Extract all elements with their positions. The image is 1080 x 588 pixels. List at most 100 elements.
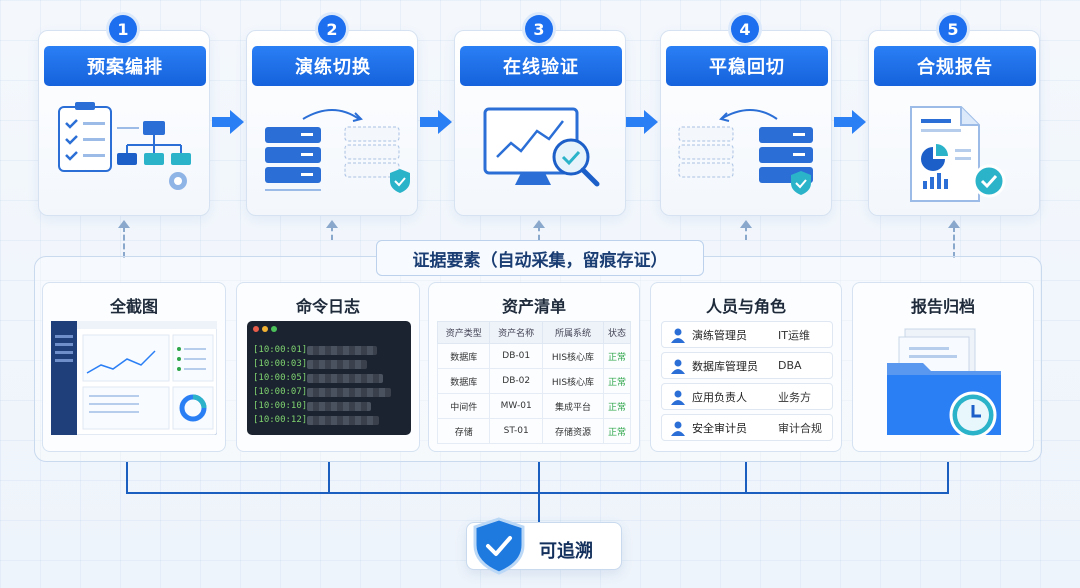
terminal-window: [10:00:01] [10:00:03] [10:00:05] [10:00:… (247, 321, 411, 435)
arrow-up-icon (326, 220, 338, 228)
role-row: 数据库管理员 DBA (661, 352, 833, 379)
cell-status: 正常 (603, 393, 631, 419)
user-icon (671, 390, 685, 405)
log-timestamp: [10:00:03] (253, 359, 308, 369)
minimize-dot-icon (262, 326, 268, 332)
role-name: 数据库管理员 (692, 359, 758, 373)
table-header-row: 资产类型 资产名称 所属系统 状态 (436, 321, 631, 344)
cell-status: 正常 (603, 368, 631, 394)
cell-type: 存储 (436, 418, 491, 444)
redacted-text (307, 374, 383, 383)
cell-name: DB-02 (489, 368, 543, 394)
bracket-line (947, 462, 949, 494)
step-number-3: 3 (525, 15, 553, 43)
card-title: 报告归档 (910, 297, 975, 316)
role-name: 安全审计员 (692, 421, 747, 435)
shield-check-icon (473, 517, 525, 575)
traceable-label: 可追溯 (539, 541, 593, 562)
cell-system: HIS核心库 (541, 368, 605, 394)
evidence-card-roles: 人员与角色 演练管理员 IT运维 数据库管理员 DBA 应用负责人 业务方 安全… (650, 282, 842, 452)
bracket-line (126, 462, 128, 494)
bracket-line (538, 492, 540, 522)
table-row: 数据库 DB-01 HIS核心库 正常 (436, 343, 631, 369)
user-icon (671, 421, 685, 436)
bracket-line (745, 462, 747, 494)
cell-name: ST-01 (489, 418, 543, 444)
dashed-connector (331, 226, 333, 240)
log-timestamp: [10:00:10] (253, 401, 308, 411)
maximize-dot-icon (271, 326, 277, 332)
step-title: 演练切换 (252, 46, 414, 86)
asset-table: 资产类型 资产名称 所属系统 状态 数据库 DB-01 HIS核心库 正常 数据… (436, 321, 631, 444)
close-dot-icon (253, 326, 259, 332)
cell-system: HIS核心库 (541, 343, 605, 369)
step-number-1: 1 (109, 15, 137, 43)
dashed-connector (745, 226, 747, 240)
step-title: 在线验证 (460, 46, 622, 86)
arrow-right-icon (626, 110, 658, 134)
column-header: 资产类型 (436, 321, 491, 344)
cell-system: 集成平台 (541, 393, 605, 419)
redacted-text (307, 360, 367, 369)
step-card-1: 预案编排 (38, 30, 210, 216)
arrow-up-icon (948, 220, 960, 228)
bracket-line (126, 492, 949, 494)
table-row: 存储 ST-01 存储资源 正常 (436, 418, 631, 444)
role-name: 应用负责人 (692, 390, 747, 404)
step-number-5: 5 (939, 15, 967, 43)
step-title: 合规报告 (874, 46, 1036, 86)
step-card-2: 演练切换 (246, 30, 418, 216)
traceable-badge: 可追溯 (466, 517, 622, 575)
dashed-connector (538, 226, 540, 240)
cell-type: 中间件 (436, 393, 491, 419)
switch-icon (265, 109, 410, 193)
cell-name: MW-01 (489, 393, 543, 419)
column-header: 资产名称 (489, 321, 543, 344)
role-row: 演练管理员 IT运维 (661, 321, 833, 348)
bracket-line (328, 462, 330, 494)
user-icon (671, 328, 685, 343)
cell-type: 数据库 (436, 343, 491, 369)
evidence-card-command-log: 命令日志 [10:00:01] [10:00:03] [10:00:05] [1… (236, 282, 420, 452)
role-responsibility: DBA (778, 359, 802, 372)
card-title: 命令日志 (295, 297, 360, 316)
arrow-up-icon (533, 220, 545, 228)
arrow-right-icon (834, 110, 866, 134)
role-responsibility: 业务方 (778, 390, 811, 404)
dashboard-screenshot-thumbnail (51, 321, 217, 435)
arrow-up-icon (118, 220, 130, 228)
plan-icon (58, 102, 191, 190)
column-header: 所属系统 (541, 321, 605, 344)
card-title: 全截图 (109, 297, 158, 316)
role-responsibility: 审计合规 (778, 421, 822, 435)
redacted-text (307, 402, 371, 411)
verify-icon (483, 107, 600, 187)
bracket-line (538, 462, 540, 494)
evidence-card-asset-list: 资产清单 资产类型 资产名称 所属系统 状态 数据库 DB-01 HIS核心库 … (428, 282, 640, 452)
step-card-4: 平稳回切 (660, 30, 832, 216)
card-title: 人员与角色 (705, 297, 786, 316)
dashed-connector (953, 226, 955, 258)
dashed-connector (123, 226, 125, 258)
report-icon (910, 106, 1006, 202)
step-number-2: 2 (318, 15, 346, 43)
step-title: 平稳回切 (666, 46, 828, 86)
cell-status: 正常 (603, 418, 631, 444)
redacted-text (307, 346, 377, 355)
table-row: 中间件 MW-01 集成平台 正常 (436, 393, 631, 419)
log-timestamp: [10:00:01] (253, 345, 308, 355)
role-row: 应用负责人 业务方 (661, 383, 833, 410)
redacted-text (307, 388, 391, 397)
step-card-3: 在线验证 (454, 30, 626, 216)
cell-status: 正常 (603, 343, 631, 369)
evidence-card-screenshot: 全截图 (42, 282, 226, 452)
log-timestamp: [10:00:12] (253, 415, 308, 425)
log-timestamp: [10:00:07] (253, 387, 308, 397)
step-title: 预案编排 (44, 46, 206, 86)
card-title: 资产清单 (501, 297, 566, 316)
role-name: 演练管理员 (692, 328, 747, 342)
arrow-right-icon (212, 110, 244, 134)
user-icon (671, 359, 685, 374)
evidence-card-archive: 报告归档 (852, 282, 1034, 452)
role-responsibility: IT运维 (778, 328, 810, 342)
